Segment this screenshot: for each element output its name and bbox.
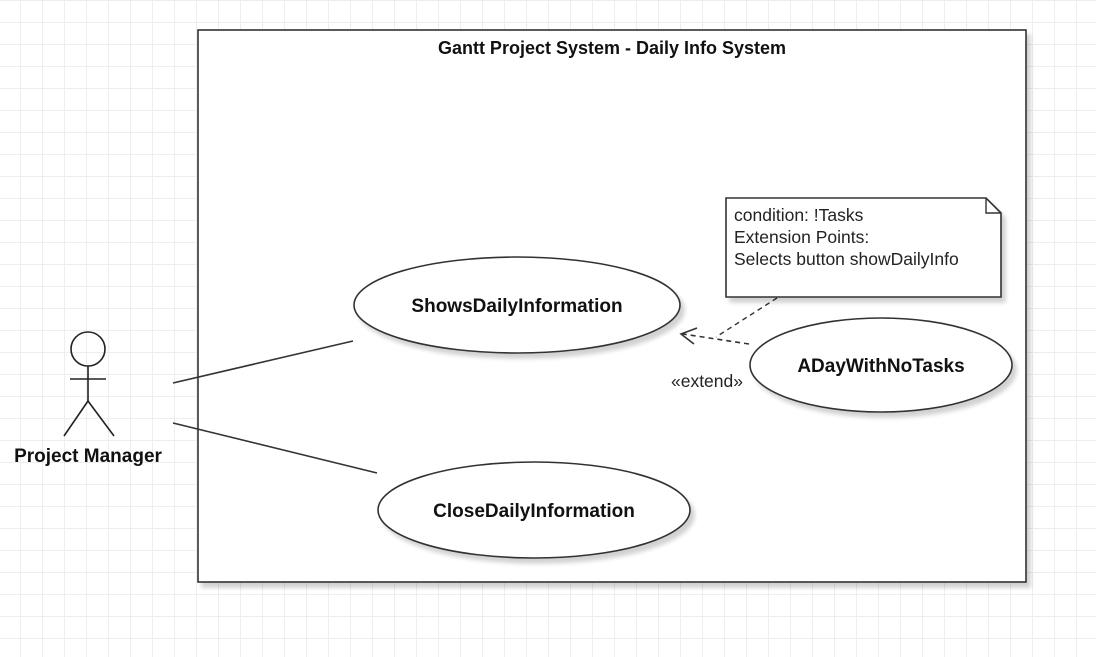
condition-note[interactable]: condition: !Tasks Extension Points: Sele…: [725, 197, 1002, 298]
use-case-label: ADayWithNoTasks: [797, 356, 964, 377]
use-case-shape: [749, 317, 1013, 413]
note-connector-line: [715, 297, 778, 338]
actor-stick-figure-icon: [63, 331, 115, 437]
system-title: Gantt Project System - Daily Info System: [438, 38, 786, 58]
use-case-shape: [353, 256, 681, 354]
actor-label: Project Manager: [14, 446, 162, 467]
use-case-label: ShowsDailyInformation: [411, 296, 622, 317]
extend-relationship[interactable]: «extend»: [671, 327, 750, 391]
note-line-condition: condition: !Tasks: [734, 205, 864, 225]
association-line-close: [172, 422, 378, 474]
use-case-shows-daily-information[interactable]: ShowsDailyInformation: [353, 256, 681, 354]
extend-dashed-line: [682, 333, 750, 345]
actor-project-manager[interactable]: Project Manager: [14, 331, 163, 467]
note-line-extension-points: Extension Points:: [734, 227, 869, 247]
association-line-shows: [172, 340, 354, 384]
use-case-shape: [377, 461, 691, 559]
open-arrowhead-icon: [679, 327, 698, 345]
note-line-selects-button: Selects button showDailyInfo: [734, 249, 959, 269]
note-shape: [725, 197, 1002, 298]
note-folded-corner-icon: [985, 198, 1001, 214]
extend-stereotype-label: «extend»: [671, 371, 743, 391]
use-case-a-day-with-no-tasks[interactable]: ADayWithNoTasks: [749, 317, 1013, 413]
use-case-close-daily-information[interactable]: CloseDailyInformation: [377, 461, 691, 559]
use-case-label: CloseDailyInformation: [433, 501, 635, 522]
